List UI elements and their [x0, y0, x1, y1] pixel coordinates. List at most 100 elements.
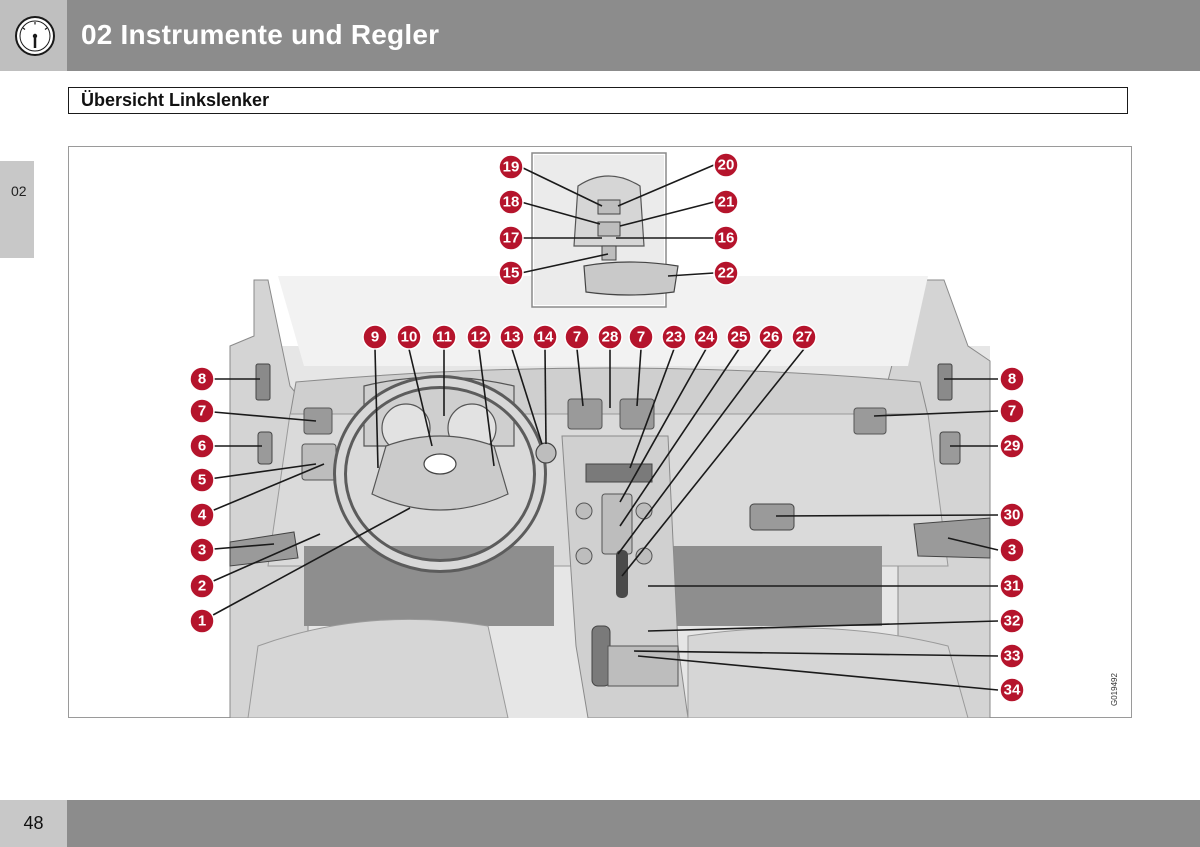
svg-text:8: 8	[198, 371, 206, 388]
callout-22: 22	[713, 260, 739, 286]
callout-19: 19	[498, 154, 524, 180]
svg-text:19: 19	[503, 159, 520, 176]
callout-21: 21	[713, 189, 739, 215]
roof-console-inset	[531, 152, 679, 308]
svg-text:18: 18	[503, 194, 520, 211]
leader-26	[617, 348, 772, 555]
callout-3-left: 3	[189, 537, 215, 563]
callout-27: 27	[791, 324, 817, 350]
leader-13	[511, 348, 543, 445]
leader-3-right	[947, 537, 999, 551]
callout-1: 1	[189, 608, 215, 634]
callout-32: 32	[999, 608, 1025, 634]
svg-text:21: 21	[718, 194, 735, 211]
leader-14	[544, 348, 547, 445]
callout-25: 25	[726, 324, 752, 350]
callout-7-left: 7	[189, 398, 215, 424]
svg-text:32: 32	[1004, 613, 1021, 630]
svg-text:8: 8	[1008, 371, 1016, 388]
svg-text:22: 22	[718, 265, 735, 282]
svg-text:7: 7	[637, 329, 645, 346]
leader-10	[408, 348, 433, 447]
footer-band	[67, 800, 1200, 847]
callout-26: 26	[758, 324, 784, 350]
callout-12: 12	[466, 324, 492, 350]
svg-text:11: 11	[436, 329, 452, 346]
callout-7-center-right: 7	[628, 324, 654, 350]
svg-text:26: 26	[763, 329, 780, 346]
svg-text:33: 33	[1004, 648, 1021, 665]
leader-15	[520, 253, 609, 274]
leader-18	[520, 201, 601, 225]
svg-text:7: 7	[198, 403, 206, 420]
callout-13: 13	[499, 324, 525, 350]
callout-2: 2	[189, 573, 215, 599]
svg-text:28: 28	[602, 329, 619, 346]
svg-text:14: 14	[537, 329, 554, 346]
leader-9	[374, 348, 379, 469]
leader-21	[619, 201, 715, 227]
callout-23: 23	[661, 324, 687, 350]
svg-text:30: 30	[1004, 507, 1021, 524]
chapter-icon-box	[0, 0, 67, 71]
callout-28: 28	[597, 324, 623, 350]
callout-10: 10	[396, 324, 422, 350]
svg-text:27: 27	[796, 329, 813, 346]
callout-29: 29	[999, 433, 1025, 459]
svg-text:9: 9	[371, 329, 379, 346]
image-reference-code: G019492	[1110, 673, 1119, 706]
svg-text:31: 31	[1004, 578, 1021, 595]
callout-7-right: 7	[999, 398, 1025, 424]
leader-4	[201, 463, 325, 516]
callout-20: 20	[713, 152, 739, 178]
svg-text:13: 13	[504, 329, 521, 346]
svg-text:3: 3	[1008, 542, 1016, 559]
svg-text:5: 5	[198, 472, 206, 489]
svg-text:2: 2	[198, 578, 206, 595]
svg-text:25: 25	[731, 329, 748, 346]
leader-2	[201, 533, 321, 587]
svg-text:3: 3	[198, 542, 206, 559]
callout-8-left: 8	[189, 366, 215, 392]
svg-text:17: 17	[503, 230, 520, 247]
callout-30: 30	[999, 502, 1025, 528]
leader-22	[667, 272, 715, 277]
svg-text:7: 7	[573, 329, 581, 346]
callout-9: 9	[362, 324, 388, 350]
leader-27	[621, 348, 805, 577]
callout-34: 34	[999, 677, 1025, 703]
svg-text:12: 12	[471, 329, 488, 346]
leader-25	[619, 348, 740, 527]
callout-11: 11	[431, 324, 457, 350]
svg-text:6: 6	[198, 438, 206, 455]
callout-31: 31	[999, 573, 1025, 599]
svg-text:20: 20	[718, 157, 735, 174]
callout-7-center-left: 7	[564, 324, 590, 350]
page-number: 48	[23, 813, 44, 833]
leader-19	[520, 166, 603, 207]
page-number-box	[0, 800, 67, 847]
svg-text:7: 7	[1008, 403, 1016, 420]
callout-badges: 8 7 6 5 4 3 2 1 9 10 11 12 13 14 7 28 7 …	[189, 152, 1025, 703]
leader-7-left	[201, 410, 317, 422]
chapter-side-tab-label: 02	[11, 183, 27, 199]
callout-14: 14	[532, 324, 558, 350]
leader-1	[201, 507, 411, 622]
callout-5: 5	[189, 467, 215, 493]
svg-text:24: 24	[698, 329, 715, 346]
leader-30	[775, 514, 999, 517]
section-heading: Übersicht Linkslenker	[68, 87, 1128, 114]
leader-7-center-left	[576, 348, 584, 407]
svg-text:1: 1	[198, 613, 206, 630]
callout-leader-lines	[201, 164, 999, 691]
svg-text:16: 16	[718, 230, 735, 247]
callout-15: 15	[498, 260, 524, 286]
leader-24	[619, 348, 707, 503]
callout-18: 18	[498, 189, 524, 215]
callout-8-right: 8	[999, 366, 1025, 392]
chapter-header-band	[0, 0, 1200, 71]
svg-text:34: 34	[1004, 682, 1021, 699]
callout-3-right: 3	[999, 537, 1025, 563]
svg-text:23: 23	[666, 329, 683, 346]
dashboard-overview-illustration: 8 7 6 5 4 3 2 1 9 10 11 12 13 14 7 28 7 …	[189, 152, 1119, 718]
